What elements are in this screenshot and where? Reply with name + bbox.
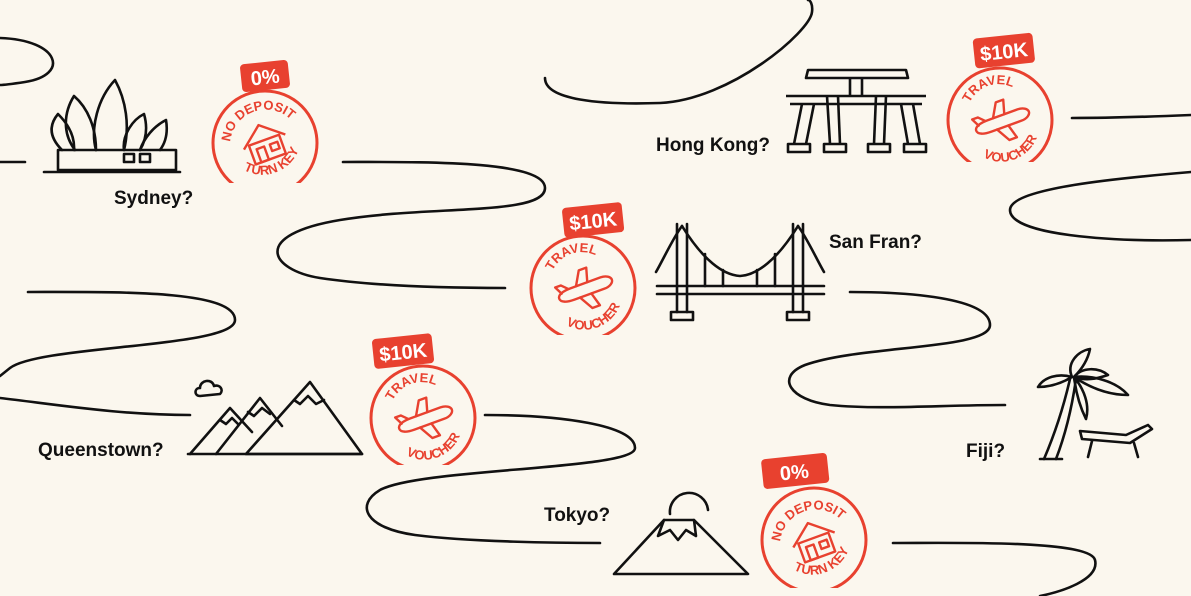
city-label-sydney: Sydney? [114, 188, 194, 209]
city-label-fiji: Fiji? [966, 441, 1006, 462]
palm-tree-icon [1036, 347, 1154, 461]
stamp-badge-text: 0% [250, 66, 281, 91]
mountains-icon [186, 379, 364, 456]
airplane-icon [970, 98, 1031, 142]
travel-voucher-stamp: $10K TRAVEL VOUCHER [369, 333, 477, 465]
stamp-badge-text: $10K [378, 340, 428, 367]
mount-fuji-icon [612, 491, 750, 576]
stamp-badge [972, 32, 1035, 69]
stamp-badge [562, 202, 625, 238]
airplane-icon [393, 396, 454, 440]
stamp-badge [761, 453, 830, 489]
house-icon [242, 123, 288, 166]
travel-voucher-stamp: $10K TRAVEL VOUCHER [946, 32, 1054, 162]
stamp-badge-text: $10K [979, 39, 1029, 66]
airplane-icon [553, 266, 614, 310]
no-deposit-stamp: 0% NO DEPOSIT TURN KEY [759, 453, 868, 588]
route-line [276, 160, 547, 290]
stamp-badge [371, 333, 435, 369]
route-line [0, 36, 55, 87]
route-line [0, 290, 237, 378]
city-label-queenstown: Queenstown? [38, 440, 164, 461]
opera-house-icon [42, 78, 182, 174]
stamp-badge-text: $10K [568, 208, 618, 235]
city-label-hong-kong: Hong Kong? [656, 135, 770, 156]
golden-gate-bridge-icon [654, 222, 826, 322]
city-label-san-fran: San Fran? [829, 232, 922, 253]
route-line [0, 396, 192, 417]
house-icon [792, 521, 837, 564]
stamp-badge [240, 59, 290, 93]
no-deposit-stamp: 0% NO DEPOSIT TURN KEY [209, 59, 319, 183]
route-line [543, 0, 814, 105]
route-line [1070, 113, 1191, 120]
route-line [787, 290, 1007, 409]
city-label-tokyo: Tokyo? [544, 505, 611, 526]
route-line [1008, 170, 1191, 242]
route-line [365, 413, 637, 545]
route-line [891, 541, 1097, 596]
torii-gate-icon [786, 68, 928, 154]
stamp-badge-text: 0% [779, 461, 810, 486]
travel-voucher-stamp: $10K TRAVEL VOUCHER [529, 202, 637, 335]
